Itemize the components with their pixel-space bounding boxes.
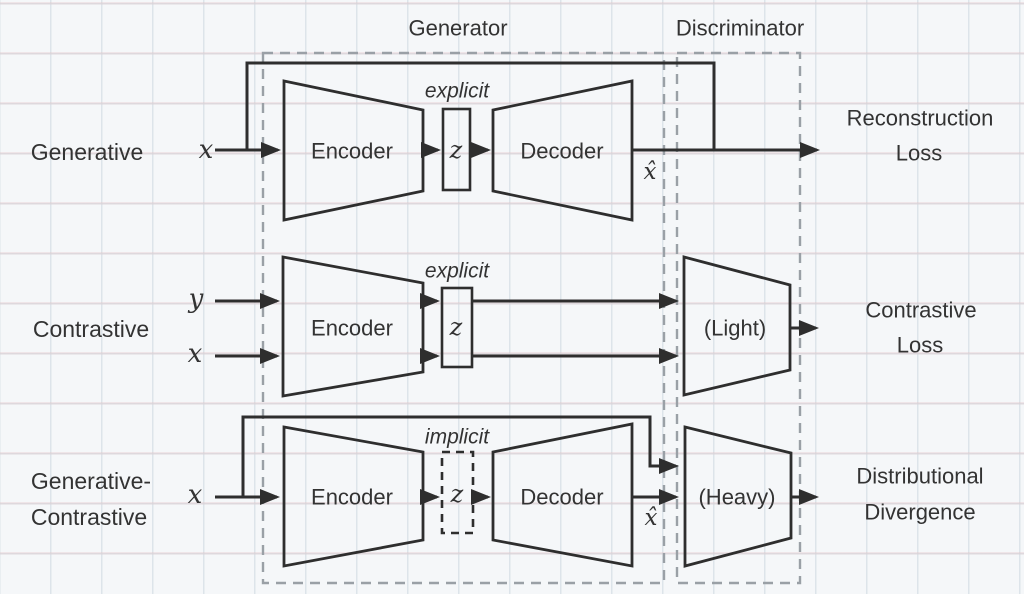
section-discriminator: Discriminator xyxy=(675,16,804,585)
input-x-symbol: x xyxy=(188,339,203,369)
discriminator-section-label: Discriminator xyxy=(676,16,804,41)
discriminator-light-label: (Light) xyxy=(704,316,766,341)
encoder-shape xyxy=(282,79,425,222)
row-label-line1: Generative- xyxy=(31,468,151,494)
latent-z-box xyxy=(440,286,474,369)
loss-label-line1: Reconstruction xyxy=(847,106,994,131)
skip-connection-line xyxy=(241,415,679,497)
loss-label-line2: Loss xyxy=(896,141,942,166)
row-contrastive: Contrastive y x Encoder explicit z (Ligh… xyxy=(33,255,977,398)
loss-label-line1: Distributional xyxy=(856,464,983,489)
input-x-symbol: x xyxy=(199,135,214,165)
row-generative-label: Generative xyxy=(31,139,144,165)
loss-label-line2: Divergence xyxy=(864,500,975,525)
input-y-symbol: y xyxy=(188,284,204,314)
loss-label-line1: Contrastive xyxy=(865,298,976,323)
latent-z-symbol: z xyxy=(449,313,463,341)
decoder-shape xyxy=(491,79,634,222)
xhat-symbol: x̂ xyxy=(644,159,657,185)
section-generator: Generator xyxy=(261,16,666,585)
encoder-shape xyxy=(282,425,425,568)
encoder-label: Encoder xyxy=(311,485,393,510)
decoder-shape xyxy=(491,422,634,568)
xhat-symbol: x̂ xyxy=(645,505,658,531)
latent-z-symbol: z xyxy=(450,480,464,508)
latent-z-symbol: z xyxy=(449,136,463,164)
encoder-label: Encoder xyxy=(311,316,393,341)
generator-section-label: Generator xyxy=(408,16,507,41)
row-label-line2: Contrastive xyxy=(31,504,147,530)
encoder-shape xyxy=(281,255,425,398)
input-x-symbol: x xyxy=(188,480,203,510)
skip-connection-line xyxy=(245,61,716,150)
latent-style-label: implicit xyxy=(425,426,490,449)
latent-style-label: explicit xyxy=(425,260,490,283)
row-generative-contrastive: Generative- Contrastive x Encoder implic… xyxy=(31,415,984,568)
discriminator-dashed-box xyxy=(675,51,802,585)
loss-label-line2: Loss xyxy=(897,333,943,358)
decoder-label: Decoder xyxy=(520,139,603,164)
discriminator-heavy-shape xyxy=(683,425,793,568)
encoder-label: Encoder xyxy=(311,139,393,164)
discriminator-light-shape xyxy=(682,255,792,397)
row-generative: Generative x Encoder explicit z Decoder … xyxy=(31,61,994,222)
discriminator-heavy-label: (Heavy) xyxy=(698,485,775,510)
decoder-label: Decoder xyxy=(520,485,603,510)
latent-style-label: explicit xyxy=(425,80,490,103)
generator-dashed-box xyxy=(261,51,666,585)
row-contrastive-label: Contrastive xyxy=(33,316,149,342)
